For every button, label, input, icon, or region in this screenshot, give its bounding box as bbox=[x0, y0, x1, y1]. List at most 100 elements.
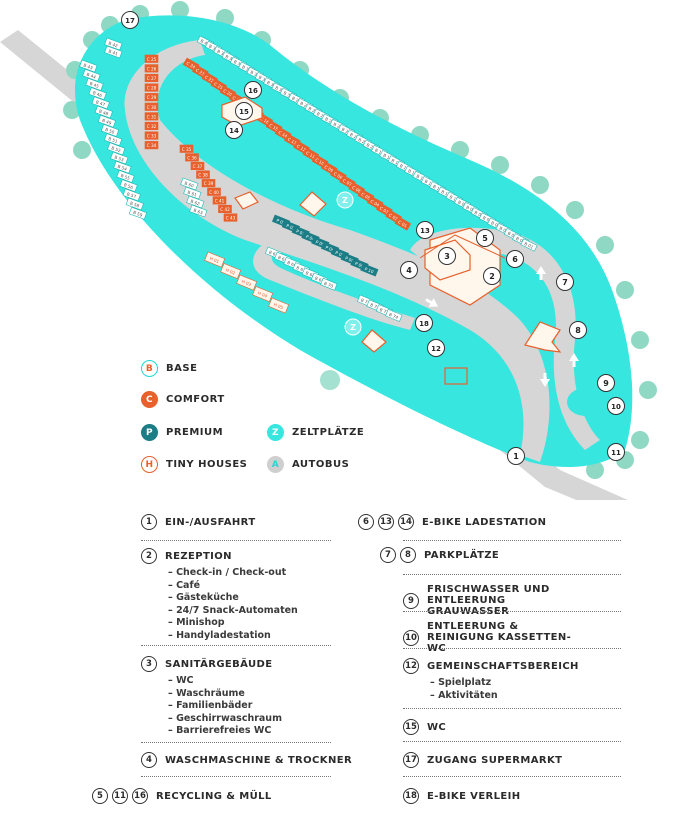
pitch-b-43[interactable]: B 43 bbox=[79, 59, 98, 73]
pitch-b-42[interactable]: B 42 bbox=[104, 37, 123, 51]
map-marker-3[interactable]: 3 bbox=[438, 247, 456, 265]
pitch-b-41[interactable]: B 41 bbox=[104, 45, 123, 59]
pitch-c-42[interactable]: C 42 bbox=[218, 204, 232, 213]
pitch-label: C 04 bbox=[370, 199, 381, 208]
pitch-label: C 16 bbox=[259, 116, 270, 125]
pitch-b-70[interactable]: B 70 bbox=[320, 277, 338, 291]
map-marker-13[interactable]: 13 bbox=[416, 221, 434, 239]
pitch-label: P 06 bbox=[325, 245, 336, 253]
pitch-label: B 02 bbox=[515, 236, 526, 245]
map-marker-17[interactable]: 17 bbox=[121, 11, 139, 29]
pitch-label: B 18 bbox=[382, 153, 393, 162]
pitch-c-29[interactable]: C 29 bbox=[144, 93, 159, 102]
map-marker-8[interactable]: 8 bbox=[569, 321, 587, 339]
pitch-label: B 03 bbox=[507, 231, 518, 240]
pitch-label: C 23 bbox=[195, 68, 206, 77]
pitch-b-60[interactable]: B 60 bbox=[180, 177, 199, 191]
pitch-label: B 05 bbox=[490, 220, 501, 229]
pitch-b-50[interactable]: B 50 bbox=[100, 124, 120, 137]
pitch-c-35[interactable]: C 35 bbox=[179, 144, 194, 153]
pitch-b-01[interactable]: B 01 bbox=[520, 238, 538, 252]
pitch-label: B 73 bbox=[379, 307, 390, 315]
map-marker-14[interactable]: 14 bbox=[225, 121, 243, 139]
pitch-b-44[interactable]: B 44 bbox=[82, 68, 101, 82]
pitch-b-58[interactable]: B 58 bbox=[125, 197, 144, 211]
pitch-b-74[interactable]: B 74 bbox=[385, 309, 403, 322]
pitch-c-34[interactable]: C 34 bbox=[144, 141, 159, 150]
pitch-c-36[interactable]: C 36 bbox=[185, 153, 199, 162]
pitch-b-62[interactable]: B 62 bbox=[186, 195, 205, 209]
map-marker-1[interactable]: 1 bbox=[507, 447, 525, 465]
legend-sub-item: Geschirrwaschraum bbox=[168, 713, 421, 726]
pitch-h-04[interactable]: H 04 bbox=[252, 286, 274, 302]
pitch-b-48[interactable]: B 48 bbox=[94, 105, 113, 119]
pitch-b-56[interactable]: B 56 bbox=[119, 179, 138, 193]
pitch-c-01[interactable]: C 01 bbox=[394, 216, 412, 231]
pitch-label: C 06 bbox=[351, 185, 362, 194]
wc-island bbox=[567, 388, 603, 416]
pitch-label: B 25 bbox=[324, 116, 335, 125]
map-marker-7[interactable]: 7 bbox=[556, 273, 574, 291]
pitch-c-38[interactable]: C 38 bbox=[196, 170, 210, 179]
map-marker-15[interactable]: 15 bbox=[235, 102, 253, 120]
pitch-c-26[interactable]: C 26 bbox=[144, 64, 159, 73]
pitch-label: B 10 bbox=[449, 194, 460, 203]
pitch-b-49[interactable]: B 49 bbox=[97, 114, 117, 128]
pitch-c-31[interactable]: C 31 bbox=[144, 112, 159, 121]
pitch-label: C 42 bbox=[220, 207, 230, 212]
pitch-b-45[interactable]: B 45 bbox=[85, 78, 104, 91]
map-marker-16[interactable]: 16 bbox=[244, 81, 262, 99]
pitch-p-10[interactable]: P 10 bbox=[360, 263, 379, 277]
pitch-label: C 10 bbox=[314, 157, 325, 166]
pitch-b-52[interactable]: B 52 bbox=[107, 142, 126, 156]
pitch-label: B 33 bbox=[258, 75, 269, 84]
legend-sub-item: Handyladestation bbox=[168, 630, 421, 643]
pitch-h-01[interactable]: H 01 bbox=[204, 251, 226, 268]
pitch-b-55[interactable]: B 55 bbox=[116, 170, 135, 183]
map-marker-12[interactable]: 12 bbox=[427, 339, 445, 357]
pitch-b-46[interactable]: B 46 bbox=[88, 87, 107, 101]
pitch-label: B 50 bbox=[105, 127, 116, 135]
map-marker-10[interactable]: 10 bbox=[607, 397, 625, 415]
pitch-c-39[interactable]: C 39 bbox=[201, 179, 216, 188]
map-marker-11[interactable]: 11 bbox=[607, 443, 625, 461]
pitch-h-03[interactable]: H 03 bbox=[236, 274, 258, 291]
map-marker-18[interactable]: 18 bbox=[415, 314, 433, 332]
pitch-b-57[interactable]: B 57 bbox=[122, 188, 141, 202]
pitch-c-37[interactable]: C 37 bbox=[190, 161, 205, 170]
pitch-b-59[interactable]: B 59 bbox=[128, 206, 148, 220]
pitch-h-05[interactable]: H 05 bbox=[268, 297, 290, 314]
pitch-c-27[interactable]: C 27 bbox=[144, 73, 159, 82]
pitch-label: C 40 bbox=[209, 190, 219, 195]
pitch-b-54[interactable]: B 54 bbox=[113, 160, 132, 174]
map-marker-2[interactable]: 2 bbox=[483, 267, 501, 285]
map-marker-6[interactable]: 6 bbox=[506, 250, 524, 268]
pitch-b-47[interactable]: B 47 bbox=[91, 96, 110, 110]
pitch-c-41[interactable]: C 41 bbox=[212, 196, 227, 205]
pitch-h-02[interactable]: H 02 bbox=[220, 263, 242, 279]
pitch-c-32[interactable]: C 32 bbox=[144, 121, 159, 130]
pitch-c-40[interactable]: C 40 bbox=[207, 187, 221, 196]
pitch-b-61[interactable]: B 61 bbox=[183, 186, 202, 200]
map-marker-5[interactable]: 5 bbox=[476, 229, 494, 247]
pitch-b-53[interactable]: B 53 bbox=[110, 151, 129, 165]
map-marker-9[interactable]: 9 bbox=[597, 374, 615, 392]
map-marker-label: 13 bbox=[420, 227, 430, 235]
pitch-label: P 05 bbox=[315, 239, 326, 247]
legend-symbol: B bbox=[141, 360, 158, 377]
legend-entry-title: ENTLEERUNG & REINIGUNG KASSETTEN-WC bbox=[427, 621, 572, 654]
pitch-c-30[interactable]: C 30 bbox=[144, 102, 159, 111]
pitch-label: C 28 bbox=[147, 86, 157, 91]
pitch-b-51[interactable]: B 51 bbox=[104, 133, 123, 147]
map-marker-4[interactable]: 4 bbox=[400, 261, 418, 279]
pitch-label: B 26 bbox=[316, 111, 327, 120]
pitch-b-63[interactable]: B 63 bbox=[189, 204, 208, 218]
pitch-label: C 36 bbox=[187, 155, 197, 160]
pitch-c-28[interactable]: C 28 bbox=[144, 83, 159, 92]
pitch-c-25[interactable]: C 25 bbox=[144, 54, 159, 63]
pitch-c-43[interactable]: C 43 bbox=[223, 213, 238, 222]
pitch-label: B 44 bbox=[86, 72, 97, 80]
interior-road-east bbox=[410, 227, 600, 450]
pitch-c-33[interactable]: C 33 bbox=[144, 131, 159, 140]
